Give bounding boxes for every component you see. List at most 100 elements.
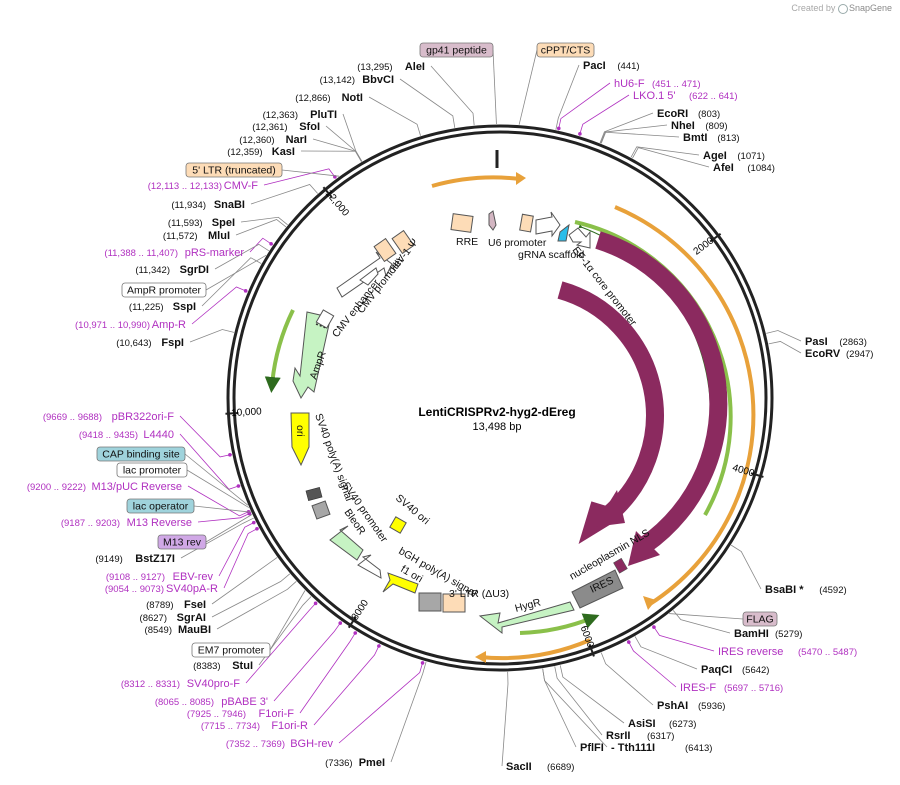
site-position: (6689) — [547, 762, 574, 773]
tick-label: 10,000 — [231, 406, 263, 419]
site-name: BmtI — [683, 132, 707, 144]
site-name: BsaBI * — [765, 584, 804, 596]
site-position: (441) — [617, 61, 639, 72]
backbone-outer — [226, 124, 774, 672]
site-position: (9149) — [95, 554, 122, 565]
site-name: PacI — [583, 60, 606, 72]
leader-line — [766, 330, 802, 342]
site-name: pRS-marker — [185, 247, 245, 259]
leader-line — [258, 596, 312, 666]
site-label-fspi: FspI(10,643) — [116, 337, 184, 349]
snapgene-logo-icon — [837, 3, 848, 14]
leader-line — [557, 82, 611, 131]
leader-line — [630, 146, 700, 158]
site-position: (10,971 .. 10,990) — [75, 320, 150, 331]
site-position: (12,361) — [252, 122, 287, 133]
leader-line — [273, 621, 342, 702]
feature-tag-text: cPPT/CTS — [541, 45, 591, 57]
feature-tag-box — [157, 534, 207, 550]
leader-line — [559, 665, 625, 724]
site-label-f1f: F1ori-F(7925 .. 7946) — [187, 708, 294, 720]
site-position: (11,342) — [135, 265, 170, 276]
grna-arrow — [535, 211, 561, 238]
site-position: (6413) — [685, 743, 712, 754]
feature-tag-text: gp41 peptide — [426, 45, 487, 57]
sv40prom-box — [311, 500, 331, 520]
site-position: (6317) — [647, 731, 674, 742]
primer-site-mark — [255, 526, 259, 531]
ori-arrow — [290, 412, 310, 467]
primer-site-mark — [269, 242, 273, 246]
leader-line — [184, 453, 249, 506]
leader-line — [555, 64, 580, 130]
tick-label: 8000 — [350, 598, 372, 623]
ampr-dash — [315, 323, 327, 329]
site-position: (5642) — [742, 665, 769, 676]
site-name: MauBI — [178, 624, 211, 636]
leader-line — [730, 544, 762, 590]
sv40ori-feature — [389, 516, 407, 534]
leader-line — [179, 415, 232, 458]
feature-tag-text: M13 rev — [163, 537, 202, 549]
site-label-m13r: M13 Reverse(9187 .. 9203) — [61, 517, 192, 529]
site-name: - Tth111I — [611, 742, 655, 754]
green-arc-left — [264, 309, 295, 393]
site-position: (13,295) — [357, 62, 392, 73]
feature-tag-flag: FLAG — [742, 611, 778, 627]
site-position: (8312 .. 8331) — [121, 679, 180, 690]
feature-tag-gp41: gp41 peptide — [419, 42, 494, 58]
leader-line — [249, 237, 273, 253]
leader-line — [223, 527, 259, 589]
orange-arc-bottom — [479, 638, 591, 661]
site-label-sgrai: SgrAI(8627) — [140, 612, 206, 624]
site-label-sspi: SspI(11,225) — [129, 301, 196, 313]
feature-tag-text: lac promoter — [123, 465, 182, 477]
site-label-pasi: PasI(2863) — [805, 336, 867, 348]
site-position: (1071) — [737, 151, 764, 162]
site-name: SgrDI — [180, 264, 209, 276]
site-label-iresr: IRES reverse(5470 .. 5487) — [718, 646, 857, 658]
leader-line — [281, 169, 340, 177]
leader-line — [179, 433, 241, 490]
site-name: PaqCI — [701, 664, 732, 676]
leader-line — [632, 147, 710, 168]
leader-line — [235, 218, 287, 236]
site-name: CMV-F — [224, 180, 259, 192]
site-name: SacII — [506, 761, 532, 773]
gp41-feature — [488, 210, 497, 231]
site-name: SnaBI — [214, 199, 245, 211]
cas9-arrowhead-outer — [628, 531, 660, 566]
ltr3-feature — [442, 593, 466, 613]
leader-line — [599, 112, 654, 144]
feature-tag-m13rev: M13 rev — [157, 534, 207, 550]
feature-tag-box — [742, 611, 778, 627]
leader-line — [542, 668, 608, 748]
site-position: (8549) — [145, 625, 172, 636]
site-position: (4592) — [819, 585, 846, 596]
site-label-bmti: BmtI(813) — [683, 132, 740, 144]
snapgene-credit: Created by SnapGene — [791, 3, 892, 14]
leader-line — [205, 254, 267, 291]
feature-tag-box — [191, 642, 271, 658]
leader-line — [672, 610, 731, 634]
site-label-spei: SpeI(11,593) — [168, 217, 235, 229]
site-label-bbvci: BbvCI(13,142) — [320, 74, 394, 86]
site-label-mlui: MluI(11,572) — [163, 230, 230, 242]
leader-line — [299, 631, 357, 714]
cmv-promoter-arrow — [359, 267, 379, 286]
site-name: SgrAI — [177, 612, 206, 624]
sv40pa-stack — [305, 486, 323, 502]
site-name: AfeI — [713, 162, 734, 174]
site-label-cmvf: CMV-F(12,113 .. 12,133) — [148, 180, 259, 192]
leader-line — [300, 150, 362, 162]
site-position: (5279) — [775, 629, 802, 640]
backbone-inner — [232, 130, 768, 666]
rre-feature — [450, 213, 474, 233]
site-label-pshai: PshAI(5936) — [657, 700, 725, 712]
site-name: PluTI — [310, 109, 337, 121]
site-name: SpeI — [212, 217, 235, 229]
site-label-hu6: hU6-F(451 .. 471) — [614, 78, 701, 90]
feature-tag-text: CAP binding site — [102, 449, 180, 461]
site-position: (9669 .. 9688) — [43, 412, 102, 423]
